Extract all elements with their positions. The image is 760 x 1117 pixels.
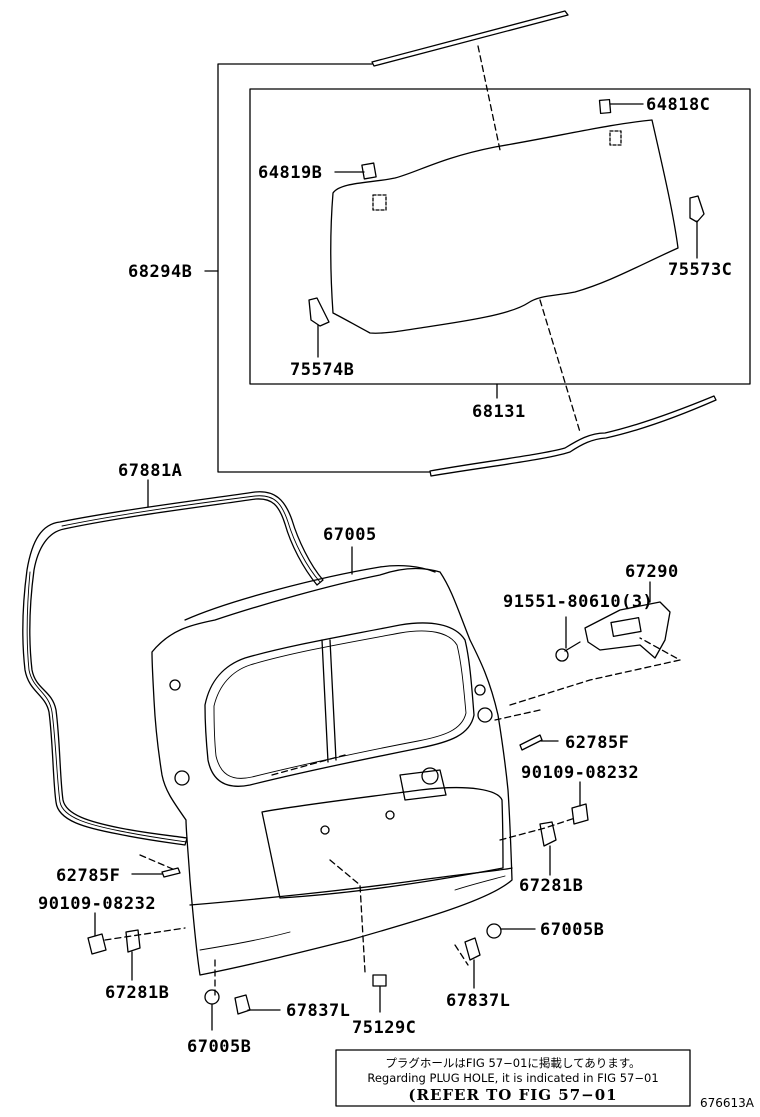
hinge-67281B-left: [125, 929, 141, 953]
latch-67290: [584, 601, 671, 659]
label-75129C: 75129C: [352, 1018, 416, 1038]
glass-center-leader: [477, 45, 581, 433]
lower-door-skin-line: [189, 867, 513, 906]
upper-molding-strip: [371, 10, 569, 67]
spacer-62785F-left: [161, 867, 181, 878]
license-plate-recess: [261, 786, 504, 899]
weatherstrip-inner-line: [26, 495, 321, 843]
note-line-refer: (REFER TO FIG 57−01: [408, 1086, 617, 1104]
back-door-glass: [330, 119, 679, 334]
label-90109-08232-right: 90109-08232: [521, 763, 639, 783]
clip-64819B: [361, 162, 377, 180]
door-top-crown: [184, 565, 436, 621]
hinge-67281B-right: [539, 821, 557, 847]
door-hole-1: [174, 770, 190, 786]
bolt-90109-left: [87, 933, 107, 955]
dashed-hinge-guide-right: [499, 817, 576, 841]
label-62785F-right: 62785F: [565, 733, 629, 753]
label-67005B-left: 67005B: [187, 1037, 251, 1057]
window-center-pillar: [321, 639, 337, 763]
emblem-hole: [421, 767, 439, 785]
label-75573C: 75573C: [668, 260, 732, 280]
dashed-lower-guide: [214, 859, 469, 996]
cap-67005B-left: [204, 989, 220, 1005]
door-window-opening: [204, 622, 475, 787]
latch-detail: [610, 617, 642, 637]
stopper-75574B: [308, 297, 330, 327]
door-window-inner: [213, 630, 467, 779]
clip-64818C: [598, 98, 612, 115]
dashed-upper-guide: [271, 709, 541, 776]
note-line-japanese: プラグホールはFIG 57−01に掲載してあります。: [385, 1056, 640, 1070]
label-68294B: 68294B: [128, 262, 192, 282]
label-67281B-right: 67281B: [519, 876, 583, 896]
note-line-english: Regarding PLUG HOLE, it is indicated in …: [367, 1071, 658, 1085]
door-hole-4: [474, 684, 486, 696]
label-67005B-right: 67005B: [540, 920, 604, 940]
plug-75129C: [372, 974, 387, 987]
label-67881A: 67881A: [118, 461, 182, 481]
label-67837L-center: 67837L: [286, 1001, 350, 1021]
spacer-62785F-right: [519, 734, 543, 751]
garnish-line-right: [454, 875, 506, 891]
cap-67005B-right: [486, 923, 502, 939]
label-75574B: 75574B: [290, 360, 354, 380]
figure-number: 676613A: [700, 1096, 755, 1110]
weatherstrip-67881A: [22, 491, 324, 846]
dashed-left-guide: [104, 854, 186, 941]
glass-spacer-right: [609, 130, 622, 146]
label-67281B-left: 67281B: [105, 983, 169, 1003]
label-91551-80610: 91551-80610(3): [503, 592, 653, 612]
label-67837L-right: 67837L: [446, 991, 510, 1011]
label-67005: 67005: [323, 525, 377, 545]
lower-molding-strip-68131: [429, 395, 717, 477]
label-64818C: 64818C: [646, 95, 710, 115]
door-handle-area: [399, 769, 447, 801]
note-box: [335, 1049, 691, 1107]
lower-door-curve: [199, 931, 291, 951]
label-90109-08232-left: 90109-08232: [38, 894, 156, 914]
dashed-right-guide: [509, 637, 681, 706]
bracket-67837L-right: [464, 937, 481, 961]
label-68131: 68131: [472, 402, 526, 422]
door-hole-6: [385, 810, 395, 820]
bolt-90109-right: [571, 803, 589, 825]
back-door-panel-67005: [151, 567, 513, 976]
group-frame-68294B: [217, 63, 431, 473]
stopper-75573C: [689, 195, 705, 223]
label-67290: 67290: [625, 562, 679, 582]
glass-spacer-left: [372, 194, 387, 211]
label-62785F-left: 62785F: [56, 866, 120, 886]
bolt-91551: [555, 648, 569, 662]
bracket-67837L-center: [234, 994, 251, 1015]
door-hole-3: [169, 679, 181, 691]
label-64819B: 64819B: [258, 163, 322, 183]
glass-subassembly-box: [249, 88, 751, 385]
bolt-91551-shank: [564, 641, 581, 652]
door-hole-2: [477, 707, 493, 723]
door-hole-5: [320, 825, 330, 835]
